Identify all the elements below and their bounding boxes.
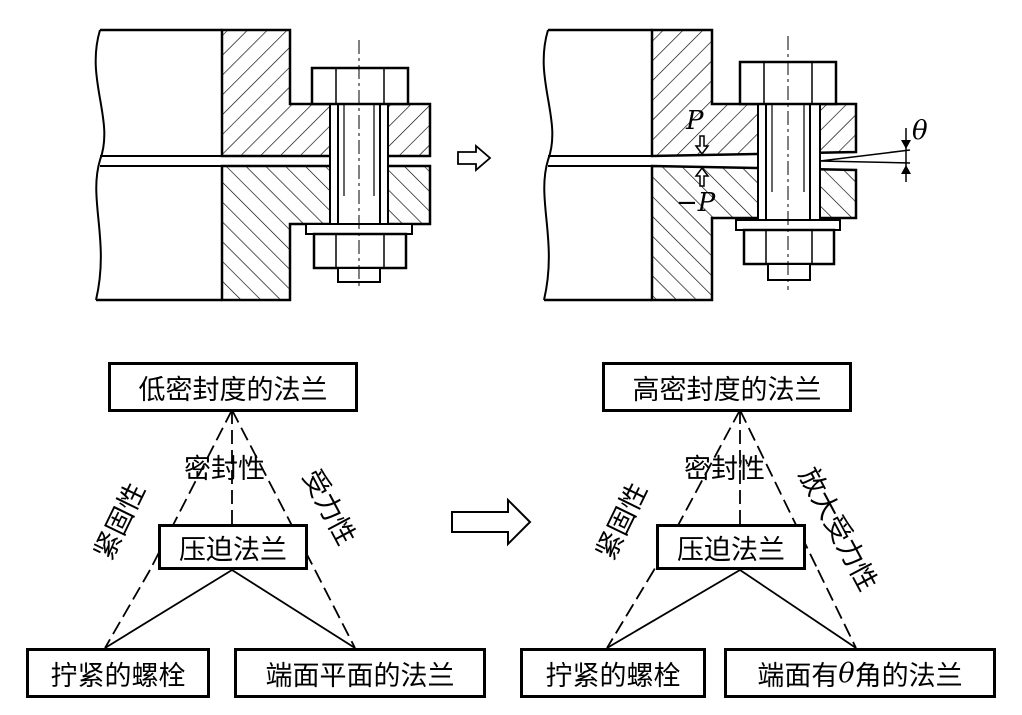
transition-arrow-top-icon bbox=[457, 144, 492, 172]
label-sealing-left: 密封性 bbox=[184, 454, 265, 485]
flange-assembly-angled bbox=[542, 28, 911, 302]
break-line bbox=[94, 29, 106, 301]
label-sealing-right: 密封性 bbox=[684, 454, 765, 485]
box-press-flange-right: 压迫法兰 bbox=[656, 524, 806, 570]
flange-assembly-plain bbox=[94, 28, 432, 302]
angle-label-theta: θ bbox=[912, 116, 928, 146]
transition-arrow-bottom-icon bbox=[451, 497, 532, 547]
box-tightened-bolt-right: 拧紧的螺栓 bbox=[520, 648, 706, 698]
load-label-p: P bbox=[686, 106, 704, 136]
nut bbox=[742, 228, 836, 266]
box-theta-prefix: 端面有 bbox=[757, 660, 839, 692]
box-high-seal-flange: 高密封度的法兰 bbox=[602, 362, 852, 412]
break-line bbox=[542, 29, 554, 301]
box-theta-suffix: 角的法兰 bbox=[854, 660, 963, 692]
nut bbox=[312, 232, 408, 270]
load-label-minus-p: −P bbox=[676, 188, 716, 218]
bolt-head bbox=[310, 66, 410, 106]
box-low-seal-flange: 低密封度的法兰 bbox=[108, 362, 358, 412]
box-theta-symbol: θ bbox=[838, 657, 855, 689]
box-flat-face-flange: 端面平面的法兰 bbox=[234, 648, 486, 698]
load-down-arrow-icon bbox=[694, 135, 710, 156]
box-tightened-bolt-left: 拧紧的螺栓 bbox=[26, 648, 210, 698]
load-up-arrow-icon bbox=[694, 166, 710, 187]
box-press-flange-left: 压迫法兰 bbox=[158, 524, 308, 570]
